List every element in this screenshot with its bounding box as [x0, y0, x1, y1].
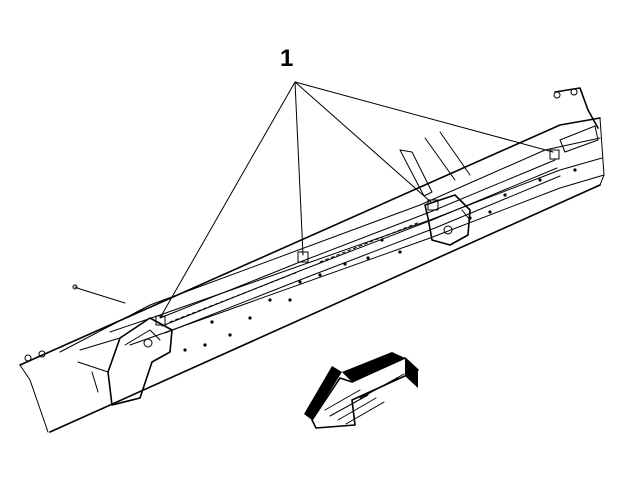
callout-leaders — [159, 81, 554, 319]
rivets — [183, 168, 577, 352]
left-bracket-flange — [77, 337, 121, 373]
arrow-shade-tail — [405, 358, 418, 388]
rear-hook-bolt — [570, 88, 578, 96]
upper-hanger — [399, 131, 471, 197]
hanger-lines — [424, 131, 471, 181]
rear-hook-eye — [553, 91, 561, 99]
leader-to-clip-middle — [294, 81, 304, 256]
rail-top-edge — [19, 117, 601, 366]
left-bracket-fold — [124, 329, 161, 346]
leader-to-clip-rear — [294, 81, 554, 153]
front-stud — [72, 284, 78, 290]
callout-label: 1 — [280, 45, 293, 72]
rear-hook-arm — [554, 87, 599, 129]
rail-upper-face — [109, 157, 603, 333]
step-rail-top — [159, 159, 556, 319]
hanger-strap — [399, 149, 433, 197]
rail-flange-edge — [59, 137, 601, 353]
front-bolt-2 — [38, 350, 46, 358]
step-rail-bottom — [164, 175, 561, 334]
left-bracket — [77, 317, 173, 406]
clip-right — [427, 199, 439, 211]
left-bracket-body — [107, 317, 173, 406]
front-bolt-1 — [24, 354, 32, 362]
front-fasteners — [24, 284, 126, 362]
arrow-shade-head — [304, 366, 342, 420]
rail-right-end — [599, 117, 605, 186]
arrow-hatch — [324, 373, 405, 425]
left-bracket-edge — [91, 371, 99, 393]
arrow-outline — [311, 357, 419, 429]
clip-rear — [549, 149, 560, 160]
arrow-shade-top — [342, 352, 405, 382]
step-rail-hatch — [169, 221, 421, 323]
leader-to-clip-right — [294, 81, 433, 204]
step-rail — [159, 159, 561, 334]
rear-hook — [553, 87, 599, 153]
leader-to-clip-left — [159, 81, 296, 319]
right-bracket-hole — [443, 225, 453, 235]
rail-left-end — [19, 364, 49, 433]
right-bracket-body — [424, 194, 471, 246]
rail-clips — [155, 149, 560, 326]
clip-left — [155, 315, 166, 326]
front-stud-line — [74, 286, 126, 304]
rear-end-plate — [559, 125, 599, 153]
left-bracket-hole — [143, 338, 153, 348]
rail-lower-face — [129, 174, 605, 346]
front-arrow — [304, 352, 419, 429]
